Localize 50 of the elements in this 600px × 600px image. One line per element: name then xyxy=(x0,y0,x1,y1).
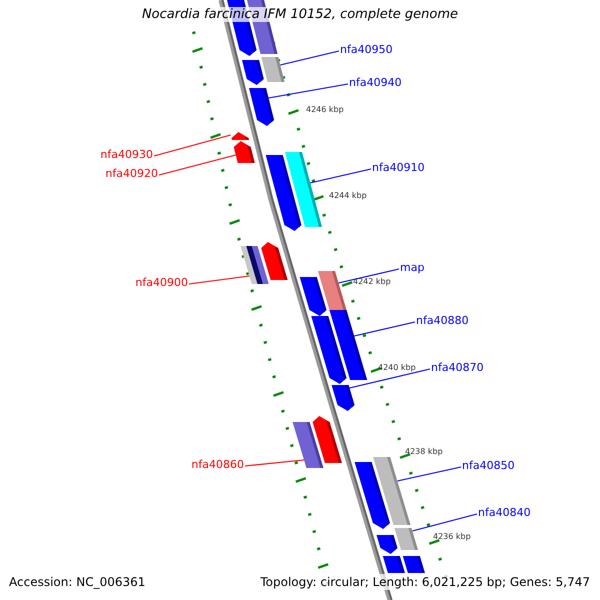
title: Nocardia farcinica IFM 10152, complete genome xyxy=(140,7,460,22)
leader-line xyxy=(188,275,250,285)
gene-feature-pointed xyxy=(376,535,398,554)
gene-feature xyxy=(261,57,285,82)
gene-feature-pointed xyxy=(312,416,342,463)
leader-line xyxy=(310,168,372,184)
gene-label: nfa40900 xyxy=(135,276,188,290)
gene-label: nfa40930 xyxy=(100,148,153,162)
position-label: 4236 kbp xyxy=(433,531,471,542)
accession-text: Accession: NC_006361 xyxy=(7,574,148,590)
leader-line xyxy=(349,368,430,389)
position-label: 4238 kbp xyxy=(405,446,443,457)
gene-feature xyxy=(402,556,425,573)
gene-feature xyxy=(373,457,411,525)
gene-label: nfa40860 xyxy=(191,458,244,472)
position-label: 4242 kbp xyxy=(353,276,391,287)
gene-label: map xyxy=(400,261,424,275)
leader-line xyxy=(412,513,478,532)
genome-info-text: Topology: circular; Length: 6,021,225 bp; Genes: 5,747 xyxy=(258,574,592,590)
gene-label: nfa40870 xyxy=(431,361,484,375)
leader-line xyxy=(397,466,462,482)
gene-feature-pointed xyxy=(242,60,264,85)
position-label: 4244 kbp xyxy=(329,190,367,201)
gene-feature-pointed xyxy=(299,277,327,316)
gene-feature-pointed xyxy=(261,242,288,280)
leader-line xyxy=(154,134,231,157)
gene-label: nfa40850 xyxy=(462,459,515,473)
leader-line xyxy=(244,459,304,467)
gene-label: nfa40840 xyxy=(478,506,531,520)
position-label: 4246 kbp xyxy=(306,104,344,115)
leader-line xyxy=(354,321,416,337)
gene-feature xyxy=(382,556,405,573)
gene-feature xyxy=(317,271,347,311)
leader-line xyxy=(338,268,400,284)
gene-feature-pointed xyxy=(249,88,274,126)
gene-feature xyxy=(285,152,322,227)
leader-line xyxy=(158,154,236,176)
gene-label: nfa40920 xyxy=(105,167,158,181)
gene-label: nfa40940 xyxy=(349,76,402,90)
gene-feature-pointed xyxy=(331,385,355,411)
leader-line xyxy=(268,83,348,99)
gene-feature xyxy=(394,528,418,550)
position-label: 4240 kbp xyxy=(378,362,416,373)
gene-label: nfa40880 xyxy=(416,314,469,328)
gene-label: nfa40950 xyxy=(340,43,393,57)
leader-line xyxy=(280,50,340,66)
gene-feature xyxy=(240,246,269,284)
gene-feature xyxy=(329,310,368,380)
gene-label: nfa40910 xyxy=(372,161,425,175)
gene-feature-pointed xyxy=(231,132,249,140)
